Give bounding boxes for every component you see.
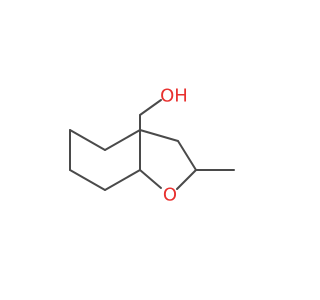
bond-ch2-oh <box>139 99 162 116</box>
ring-oxygen-label: O <box>163 185 177 206</box>
bond-c6-c7 <box>69 169 106 191</box>
bond-c4-c5 <box>69 129 106 151</box>
bond-c2-o1 <box>176 169 197 190</box>
bond-c3a-c4 <box>104 129 141 151</box>
hydroxyl-label: OH <box>160 86 188 107</box>
bond-c3a-c3 <box>139 129 179 142</box>
bond-c3-c2 <box>177 140 197 171</box>
molecule-diagram: OH O <box>69 85 235 206</box>
bond-o1-c7a <box>139 169 162 189</box>
bond-c7-c7a <box>104 169 141 191</box>
structure-svg: OH O <box>69 86 235 206</box>
